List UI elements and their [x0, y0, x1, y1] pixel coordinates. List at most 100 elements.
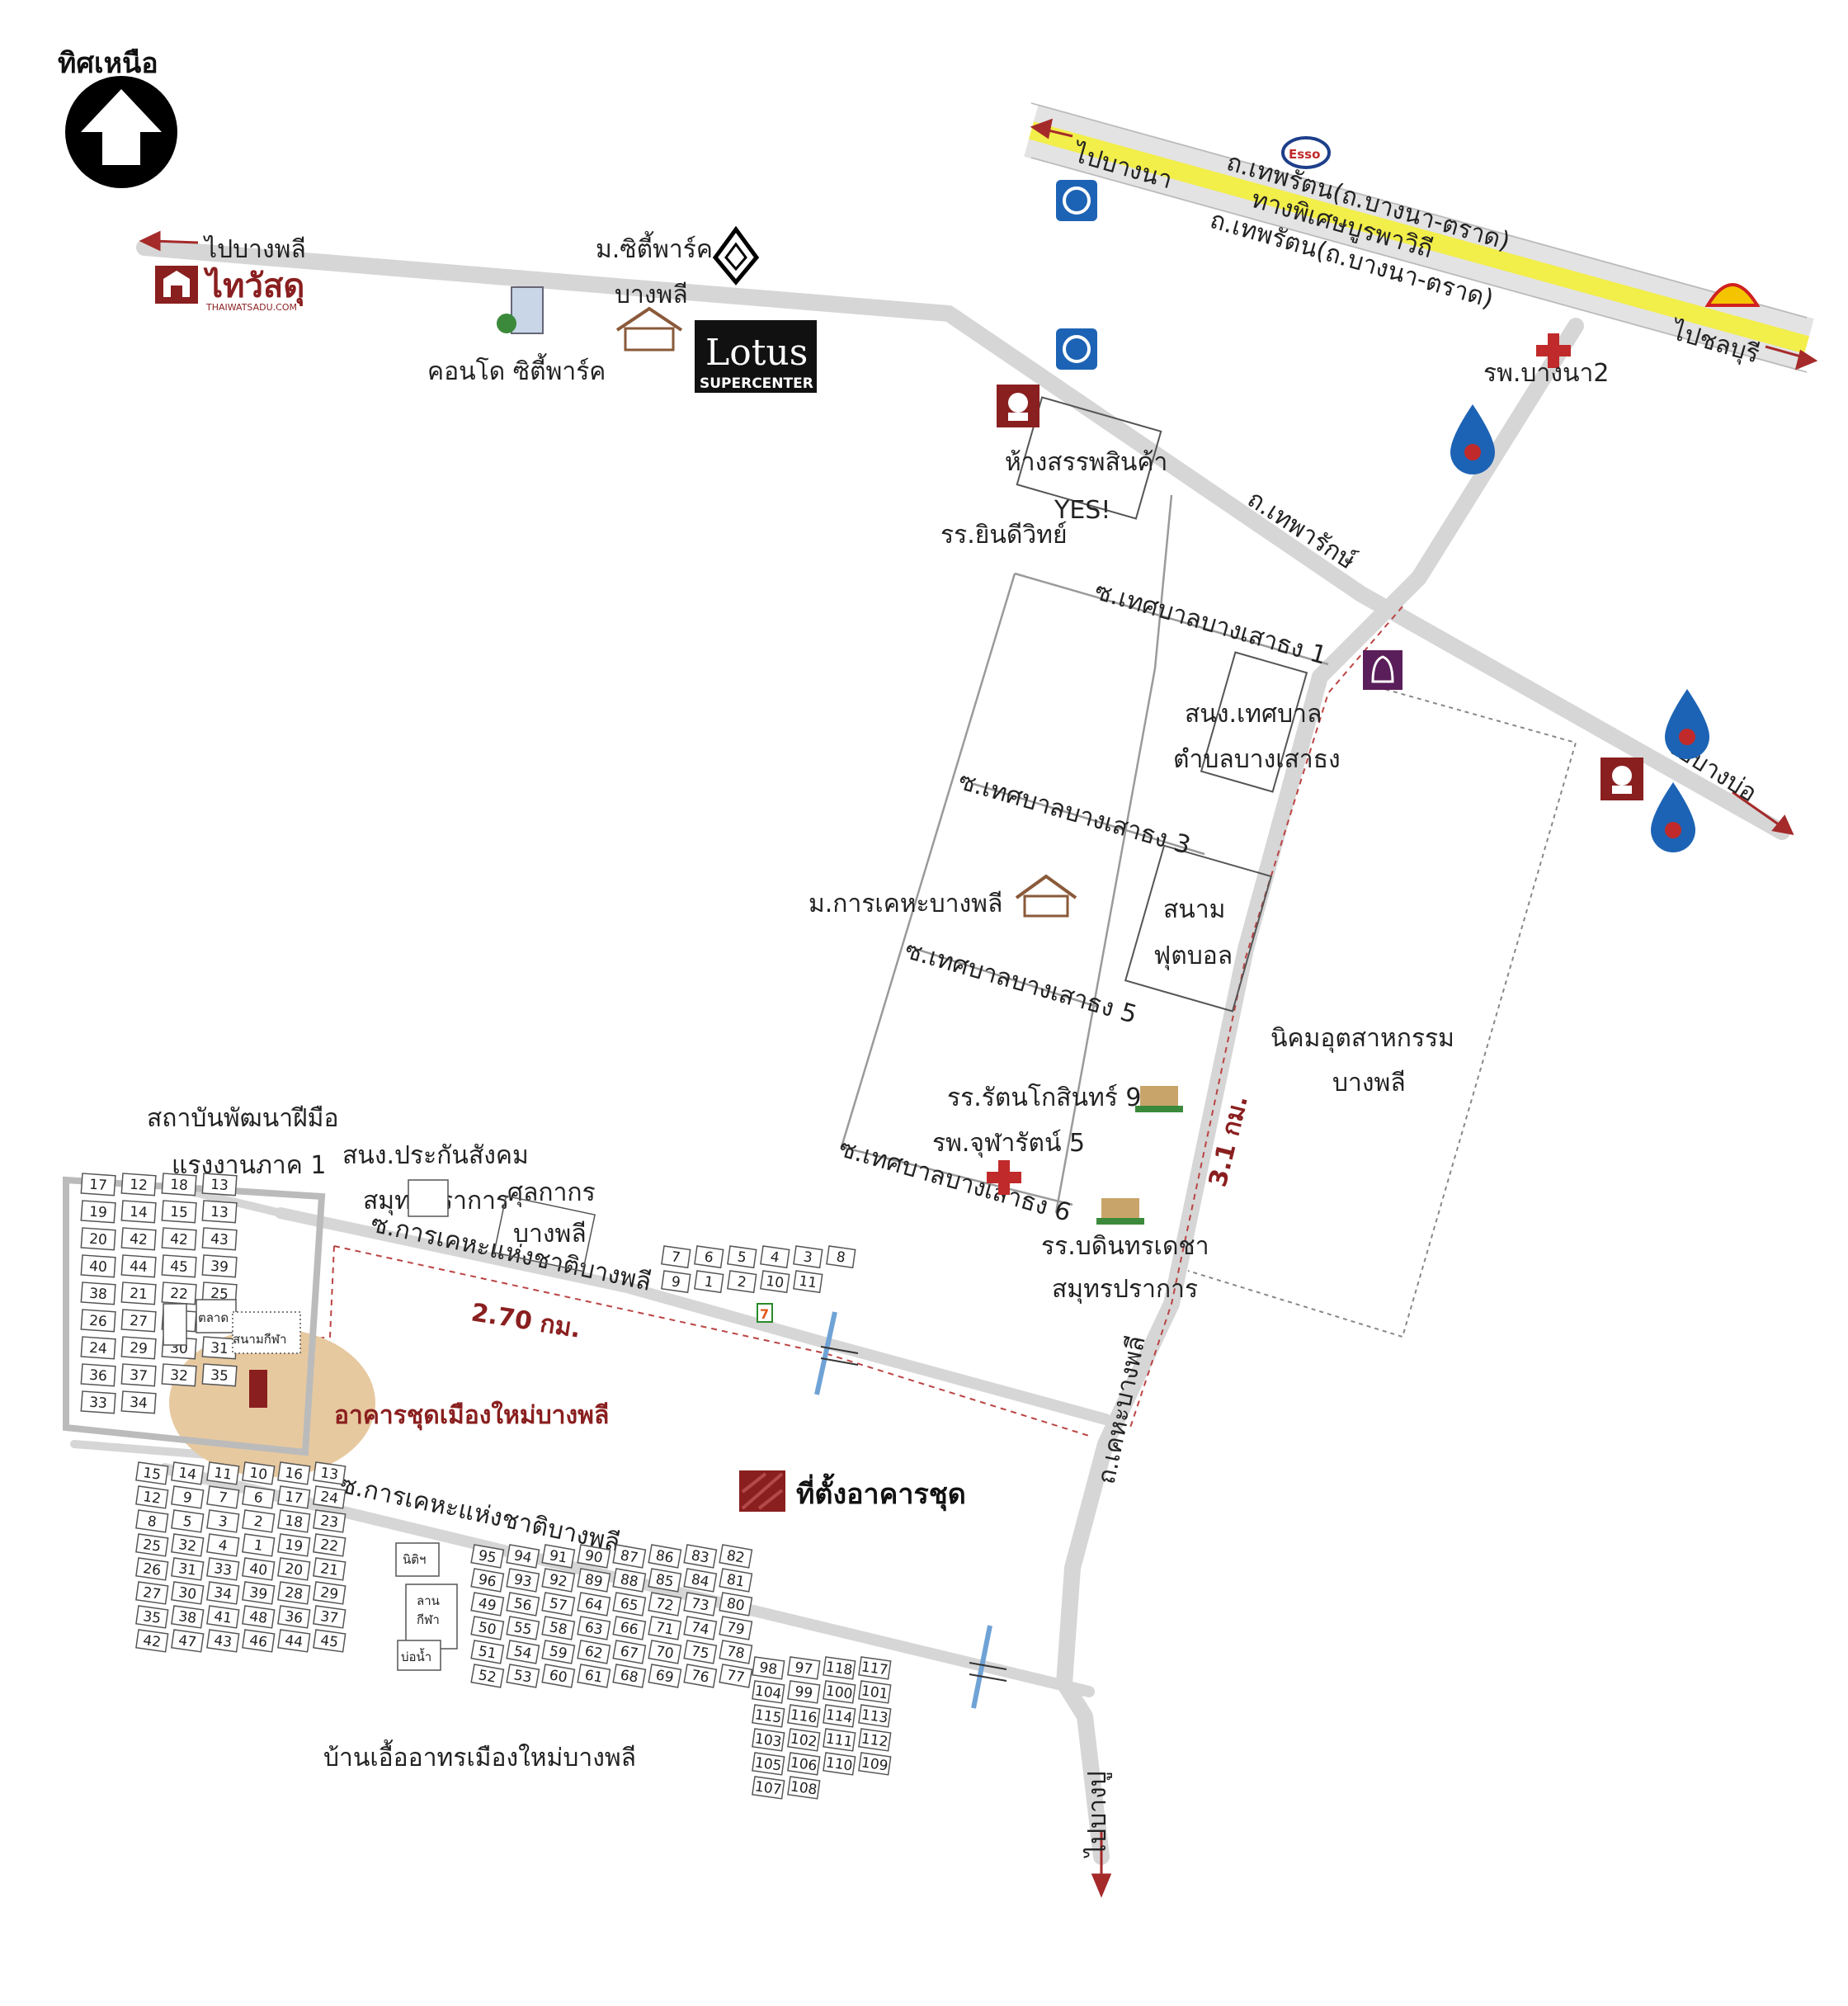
social-security-box: [408, 1179, 449, 1217]
plot-number: 87: [619, 1547, 639, 1566]
plot-number: 79: [725, 1619, 746, 1638]
municipal-office-label-2: ตำบลบางเสาธง: [1173, 745, 1341, 774]
plot-number: 50: [477, 1619, 497, 1638]
plot-number: 59: [548, 1643, 568, 1662]
plot-number: 113: [860, 1706, 889, 1726]
city-park-condo-label: คอนโด ซิตี้พาร์ค: [427, 353, 606, 386]
plot-number: 109: [860, 1754, 889, 1774]
plot-block: 11: [793, 1270, 823, 1294]
road-label-soi-1: ซ.เทศบาลบางเสาธง 1: [1091, 577, 1330, 671]
market-box: [196, 1299, 237, 1333]
sports-field-2-label-a: ลาน: [417, 1593, 440, 1608]
plot-block: 30: [171, 1581, 205, 1605]
plot-number: 94: [512, 1547, 533, 1566]
plot-block: 59: [541, 1640, 576, 1664]
condo-zone-label: อาคารชุดเมืองใหม่บางพลี: [334, 1400, 609, 1431]
plot-number: 10: [248, 1465, 268, 1484]
plot-number: 24: [89, 1340, 108, 1357]
plot-number: 51: [477, 1643, 497, 1662]
plot-number: 2: [736, 1273, 747, 1291]
plot-block: 5: [171, 1509, 205, 1533]
plot-number: 107: [754, 1778, 783, 1798]
plot-number: 100: [825, 1683, 854, 1702]
plot-number: 18: [170, 1177, 189, 1194]
plot-number: 21: [130, 1286, 148, 1303]
football-label-2: ฟุตบอล: [1153, 942, 1233, 971]
plot-block: 50: [470, 1616, 505, 1640]
customs-box: [493, 1195, 596, 1272]
plot-block: 32: [161, 1363, 197, 1387]
bang-phli-label: บางพลี: [615, 281, 688, 309]
plot-block: 51: [470, 1640, 505, 1664]
plot-block: 9: [661, 1270, 691, 1294]
plot-number: 33: [89, 1395, 108, 1412]
plot-number: 29: [319, 1584, 339, 1603]
plot-number: 69: [654, 1667, 675, 1686]
plot-number: 103: [754, 1730, 783, 1750]
plot-number: 44: [284, 1632, 304, 1651]
customs-label-1: ศุลกากร: [507, 1178, 596, 1208]
plot-number: 61: [583, 1667, 604, 1686]
bangna-trad-highway: [1024, 102, 1814, 373]
plot-number: 81: [725, 1571, 746, 1590]
road-label-soi-kheha-1: ซ.การเคหะแห่งชาติบางพลี: [368, 1210, 653, 1297]
plot-block: 24: [313, 1485, 346, 1509]
plot-number: 111: [825, 1730, 854, 1750]
plot-number: 73: [690, 1595, 710, 1614]
nursery-box: [395, 1542, 440, 1577]
plot-block: 20: [277, 1557, 311, 1581]
plot-block: 37: [313, 1605, 346, 1629]
plot-block: 10: [242, 1461, 276, 1485]
plot-block: 115: [752, 1704, 785, 1728]
plot-block: 20: [80, 1227, 116, 1251]
pond-label: บ่อน้ำ: [401, 1648, 431, 1664]
plot-block: 41: [206, 1605, 240, 1629]
plot-number: 1: [252, 1537, 264, 1555]
kfc-icon: [1600, 758, 1643, 800]
plot-block: 11: [206, 1461, 240, 1485]
plot-block: 95: [470, 1544, 505, 1569]
plot-number: 54: [512, 1643, 533, 1662]
plot-number: 22: [319, 1536, 339, 1555]
plot-number: 99: [794, 1683, 813, 1702]
plot-block: 22: [313, 1533, 346, 1557]
yes-mall-label-1: ห้างสรรพสินค้า: [1005, 448, 1167, 477]
plot-block: 31: [171, 1557, 205, 1581]
plot-block: 74: [683, 1616, 718, 1640]
plot-block: 114: [823, 1704, 856, 1728]
plot-number: 32: [170, 1367, 189, 1385]
plot-number: 39: [210, 1258, 229, 1276]
plot-number: 78: [725, 1643, 746, 1662]
plot-number: 48: [248, 1608, 268, 1627]
plot-number: 115: [754, 1706, 783, 1726]
plot-block: 78: [719, 1640, 753, 1664]
plot-block: 52: [470, 1664, 505, 1688]
plot-number: 40: [248, 1560, 268, 1579]
plot-number: 7: [217, 1489, 229, 1507]
plot-block: 117: [858, 1656, 892, 1680]
plot-number: 13: [210, 1177, 229, 1194]
plot-block: 8: [826, 1245, 856, 1269]
plot-number: 14: [177, 1465, 197, 1484]
plot-block: 55: [506, 1616, 540, 1640]
plot-number: 3: [217, 1513, 229, 1531]
plot-block: 85: [648, 1568, 682, 1593]
plot-block: 25: [201, 1281, 238, 1305]
plot-block: 28: [277, 1581, 311, 1605]
plot-block: 7: [206, 1485, 240, 1509]
thaiwatsadu-logo: ไทวัสดุ THAIWATSADU.COM: [155, 266, 304, 313]
plot-number: 46: [248, 1632, 268, 1651]
plot-number: 39: [248, 1584, 268, 1603]
plot-number: 16: [284, 1465, 304, 1484]
plot-number: 9: [670, 1273, 681, 1291]
bridge-markers: [814, 1311, 992, 1709]
plot-number: 34: [213, 1584, 233, 1603]
sports-field-box: [232, 1311, 301, 1354]
plot-block: 37: [120, 1363, 157, 1387]
plot-number: 7: [670, 1248, 681, 1266]
plot-block: 17: [277, 1485, 311, 1509]
industrial-estate-label-2: บางพลี: [1332, 1069, 1406, 1097]
plot-block: 89: [577, 1568, 611, 1593]
plot-block: 68: [612, 1664, 647, 1688]
plot-number: 21: [319, 1560, 339, 1579]
